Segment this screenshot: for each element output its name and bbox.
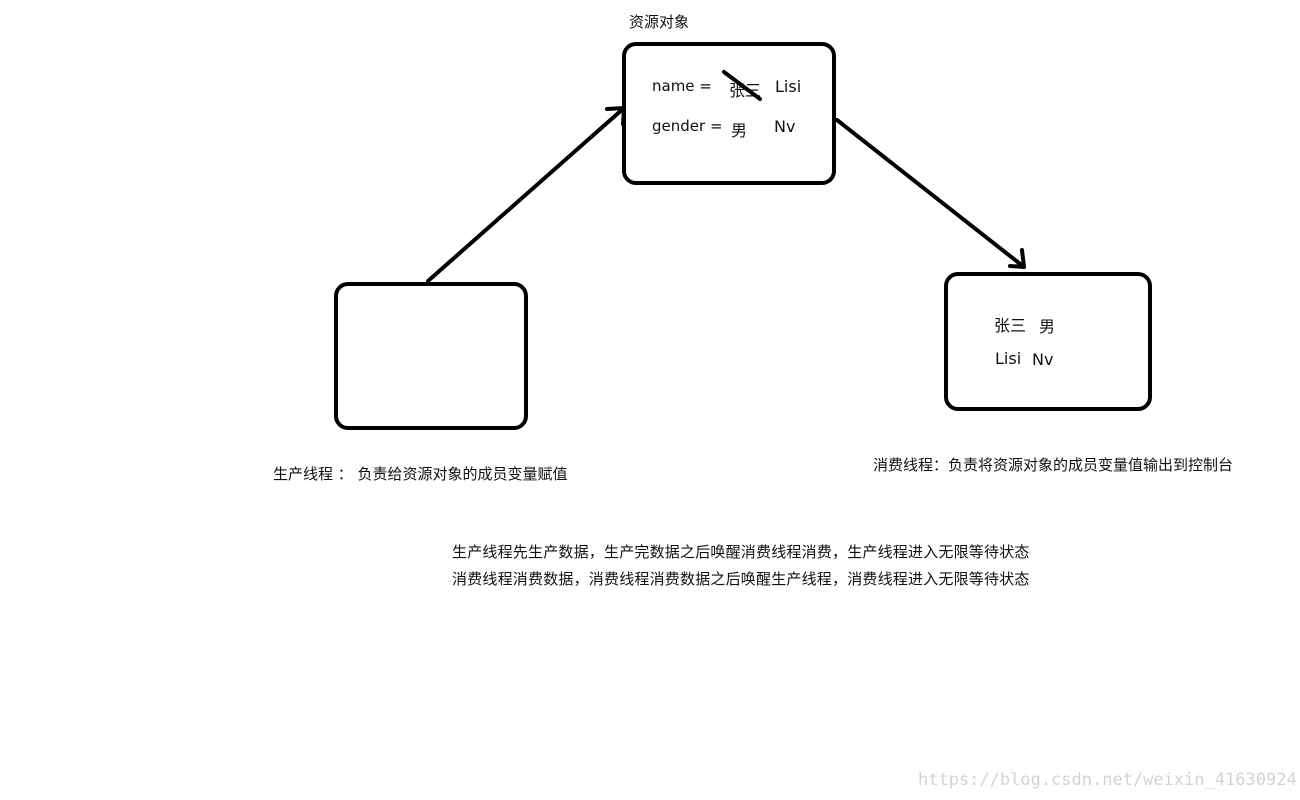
consumer-box <box>944 272 1152 411</box>
watermark: https://blog.csdn.net/weixin_41630924 <box>918 770 1297 790</box>
consumer-row2-name: Lisi <box>995 349 1022 368</box>
note-line: 生产线程先生产数据，生产完数据之后唤醒消费线程消费，生产线程进入无限等待状态 <box>452 543 1030 561</box>
producer-box <box>334 282 528 430</box>
gender-label: gender = <box>652 117 723 135</box>
name-label: name = <box>652 77 712 95</box>
name-new-value: Lisi <box>775 77 802 96</box>
gender-old-value: 男 <box>731 121 748 140</box>
producer-caption: 生产线程 ： 负责给资源对象的成员变量赋值 <box>273 465 568 483</box>
resource-object-box <box>622 42 836 185</box>
consumer-row1-name: 张三 <box>994 316 1027 335</box>
consumer-row2-gender: Nv <box>1032 350 1054 369</box>
gender-new-value: Nv <box>774 117 796 136</box>
resource-object-title: 资源对象 <box>629 13 690 31</box>
note-line: 消费线程消费数据，消费线程消费数据之后唤醒生产线程，消费线程进入无限等待状态 <box>452 570 1030 588</box>
name-old-value: 张三 <box>729 81 762 100</box>
resource-to-consumer-arrow <box>835 118 1026 269</box>
consumer-caption: 消费线程：负责将资源对象的成员变量值输出到控制台 <box>873 456 1234 474</box>
consumer-row1-gender: 男 <box>1039 317 1056 336</box>
producer-to-resource-arrow <box>426 106 626 283</box>
